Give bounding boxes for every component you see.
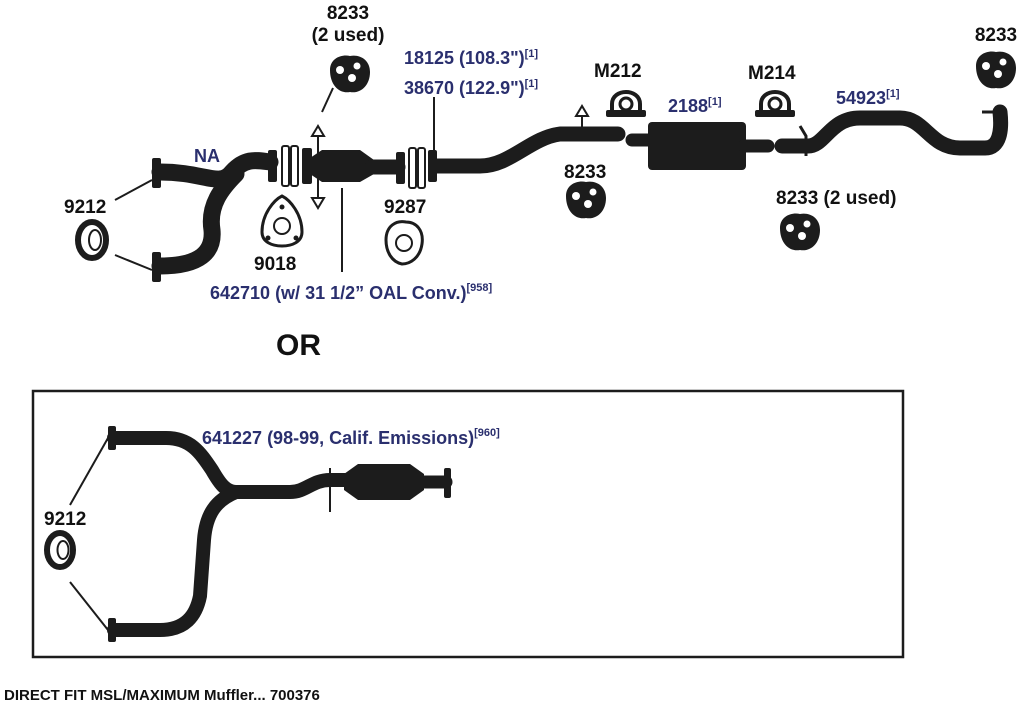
leader-lines	[114, 87, 435, 272]
label-hanger-top-note: (2 used)	[312, 25, 385, 46]
label-na: NA	[194, 146, 220, 166]
label-tailpipe: 54923[1]	[836, 88, 900, 108]
catalytic-converter	[302, 124, 406, 210]
flange-gasket-icon	[260, 194, 304, 248]
label-hanger-right: 8233	[975, 25, 1017, 46]
intermediate-pipe	[428, 104, 626, 182]
label-alt-gasket: 9212	[44, 509, 86, 530]
gasket-pair-front	[281, 145, 299, 187]
label-clamp-right: M214	[748, 63, 796, 84]
ring-gasket-icon	[44, 530, 76, 570]
label-hanger-mid: 8233	[564, 162, 606, 183]
label-gasket-flange: 9018	[254, 254, 296, 275]
footer-caption: DIRECT FIT MSL/MAXIMUM Muffler... 700376	[4, 687, 320, 704]
u-bolt-clamp-icon	[606, 90, 646, 117]
label-hanger-lower: 8233 (2 used)	[776, 188, 896, 209]
gasket-pair-rear	[408, 147, 426, 189]
ring-gasket-icon	[75, 219, 109, 261]
muffler	[625, 122, 775, 170]
y-pipe	[151, 150, 279, 282]
flange-gasket-icon	[384, 220, 424, 266]
hanger-icon	[330, 55, 370, 93]
label-pipe-b: 38670 (122.9")[1]	[404, 78, 538, 98]
label-gasket-left: 9212	[64, 197, 106, 218]
label-converter: 642710 (w/ 31 1/2” OAL Conv.)[958]	[210, 282, 492, 303]
u-bolt-clamp-icon	[755, 90, 795, 117]
or-separator: OR	[276, 329, 321, 362]
label-hanger-top-num: 8233	[327, 3, 369, 24]
label-muffler: 2188[1]	[668, 96, 722, 116]
alternate-assembly-box	[31, 389, 905, 659]
label-gasket-mid: 9287	[384, 197, 426, 218]
tailpipe	[774, 104, 1009, 156]
hanger-icon	[976, 51, 1016, 89]
leader-lines-alt	[69, 437, 109, 631]
label-pipe-a: 18125 (108.3")[1]	[404, 48, 538, 68]
hanger-icon	[566, 181, 606, 219]
hanger-icon	[780, 213, 820, 251]
label-alt-assembly: 641227 (98-99, Calif. Emissions)[960]	[202, 427, 500, 448]
label-clamp-left: M212	[594, 61, 642, 82]
alternate-y-pipe-converter	[107, 426, 453, 642]
